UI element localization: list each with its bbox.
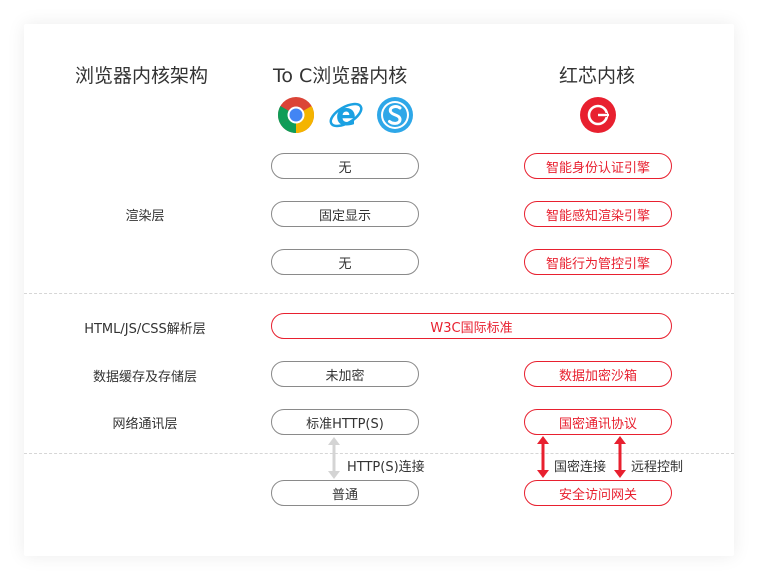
layer-parse-label: HTML/JS/CSS解析层: [84, 322, 206, 337]
toc-bottom-pill: 普通: [271, 480, 419, 506]
layer-storage-label: 数据缓存及存储层: [92, 370, 197, 385]
separator-line: [24, 293, 734, 294]
header-redcore-kernel: 红芯内核: [559, 65, 636, 87]
redcore-render-1-pill: 智能身份认证引擎: [524, 153, 672, 179]
redcore-left-arrow: [537, 436, 549, 478]
header-toc-kernel: To C浏览器内核: [273, 65, 408, 87]
redcore-network-pill: 国密通讯协议: [524, 409, 672, 435]
toc-connection-label: HTTP(S)连接: [347, 460, 425, 475]
toc-network-pill: 标准HTTP(S): [271, 409, 419, 435]
shared-parse-pill: W3C国际标准: [271, 313, 672, 339]
toc-render-3-pill: 无: [271, 249, 419, 275]
header-architecture: 浏览器内核架构: [75, 65, 209, 87]
toc-storage-pill: 未加密: [271, 361, 419, 387]
toc-connection-arrow: [328, 437, 340, 479]
redcore-icon: [580, 97, 616, 133]
redcore-right-connection-label: 远程控制: [631, 460, 684, 475]
layer-network-label: 网络通讯层: [112, 417, 178, 432]
ie-icon: e: [329, 98, 363, 133]
layer-render-label: 渲染层: [125, 209, 165, 224]
chrome-icon: [277, 97, 315, 133]
redcore-storage-pill: 数据加密沙箱: [524, 361, 672, 387]
redcore-render-3-pill: 智能行为管控引擎: [524, 249, 672, 275]
svg-text:e: e: [336, 98, 356, 133]
redcore-render-2-pill: 智能感知渲染引擎: [524, 201, 672, 227]
toc-render-2-pill: 固定显示: [271, 201, 419, 227]
redcore-right-arrow: [614, 436, 626, 478]
toc-render-1-pill: 无: [271, 153, 419, 179]
separator-line: [24, 453, 734, 454]
redcore-left-connection-label: 国密连接: [554, 460, 607, 475]
sogou-icon: [377, 97, 413, 133]
redcore-bottom-pill: 安全访问网关: [524, 480, 672, 506]
